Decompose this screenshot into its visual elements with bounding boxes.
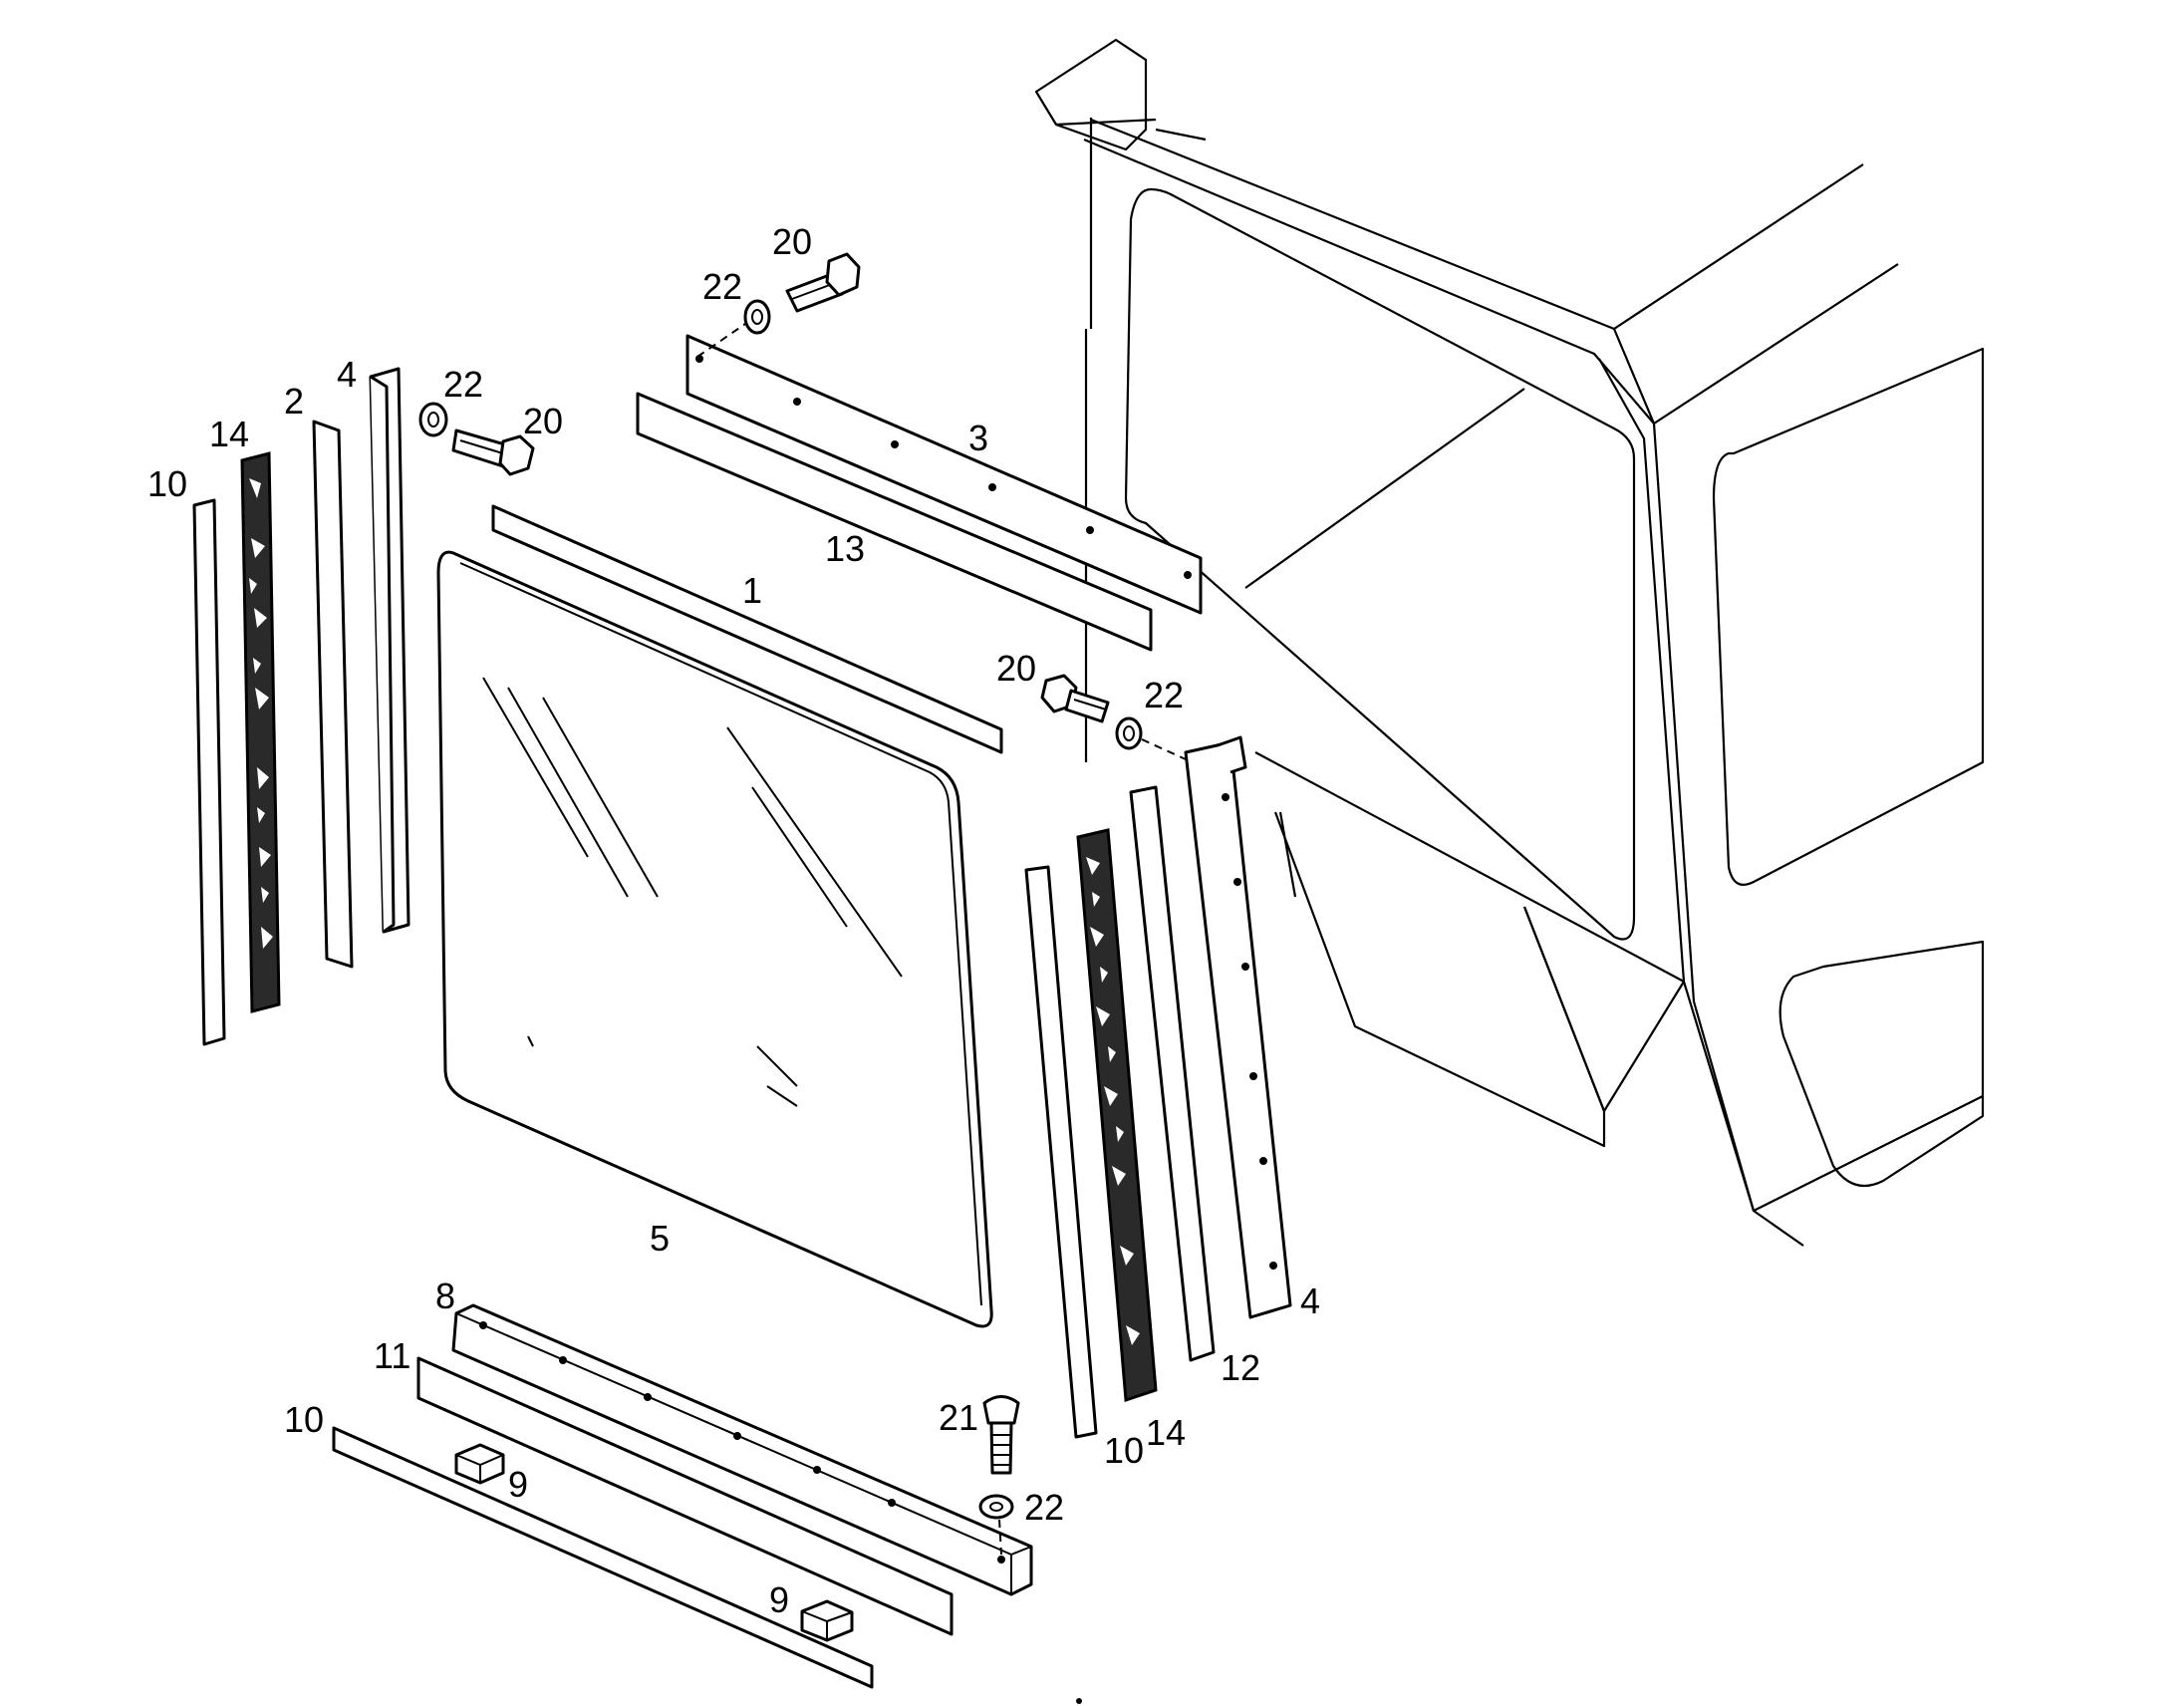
washer-part-22-bottom (978, 1494, 1014, 1520)
callout-part-10-bottom: 10 (284, 1399, 324, 1440)
bolt-part-20-right (1040, 674, 1110, 723)
washer-part-22-right (1115, 716, 1143, 750)
left-seal-part-14 (240, 451, 281, 1013)
bottom-strip-part-10 (332, 1426, 874, 1689)
top-seal-strip-part-1 (491, 504, 1003, 754)
bottom-strip-part-11 (416, 1356, 954, 1636)
callout-part-14-left: 14 (209, 414, 249, 454)
bolt-part-20-left (451, 428, 535, 476)
washer-part-22-top (743, 299, 771, 335)
callout-part-10-right: 10 (1104, 1430, 1144, 1471)
callout-part-22-right: 22 (1144, 675, 1184, 715)
callout-part-4-left: 4 (337, 354, 357, 395)
callout-part-9-left: 9 (508, 1464, 528, 1505)
callout-part-22-left: 22 (443, 364, 483, 405)
bolt-part-20-top (785, 252, 861, 313)
left-angle-bar-part-4 (369, 367, 410, 934)
right-angle-bar-part-4 (1184, 735, 1292, 1319)
cab-body (1034, 38, 1985, 1247)
window-glass-part-5 (436, 550, 993, 1328)
callout-part-22-bottom: 22 (1024, 1487, 1064, 1528)
callout-part-3: 3 (968, 418, 988, 458)
block-part-9-left (454, 1443, 505, 1485)
top-strip-part-13 (636, 392, 1153, 652)
callout-part-21: 21 (939, 1397, 978, 1438)
left-strip-part-2 (312, 420, 354, 969)
callout-part-20-top: 20 (772, 221, 812, 262)
callout-part-1: 1 (742, 570, 762, 611)
callout-part-10-left: 10 (147, 463, 187, 504)
bottom-retainer-bar-part-8 (451, 1303, 1033, 1596)
callout-part-4-right: 4 (1300, 1280, 1320, 1321)
block-part-9-right (800, 1599, 854, 1642)
callout-part-2: 2 (284, 381, 304, 422)
callout-part-8: 8 (435, 1276, 455, 1316)
callout-part-12: 12 (1221, 1347, 1260, 1388)
callout-part-9-right: 9 (769, 1579, 789, 1620)
right-seal-part-14 (1076, 828, 1158, 1403)
callout-part-22-top: 22 (702, 266, 742, 307)
right-strip-part-12 (1129, 785, 1216, 1362)
callout-part-20-left: 20 (523, 401, 563, 441)
callout-part-14-right: 14 (1146, 1412, 1186, 1453)
right-strip-part-10 (1024, 865, 1098, 1439)
callout-part-5: 5 (650, 1218, 670, 1259)
callout-part-11: 11 (374, 1335, 410, 1376)
washer-part-22-left (418, 402, 448, 437)
callout-part-20-right: 20 (996, 648, 1036, 689)
bolt-part-21 (982, 1395, 1020, 1475)
callout-part-13: 13 (825, 528, 865, 569)
left-strip-part-10 (192, 498, 226, 1046)
top-retainer-bar-part-3 (685, 334, 1203, 615)
